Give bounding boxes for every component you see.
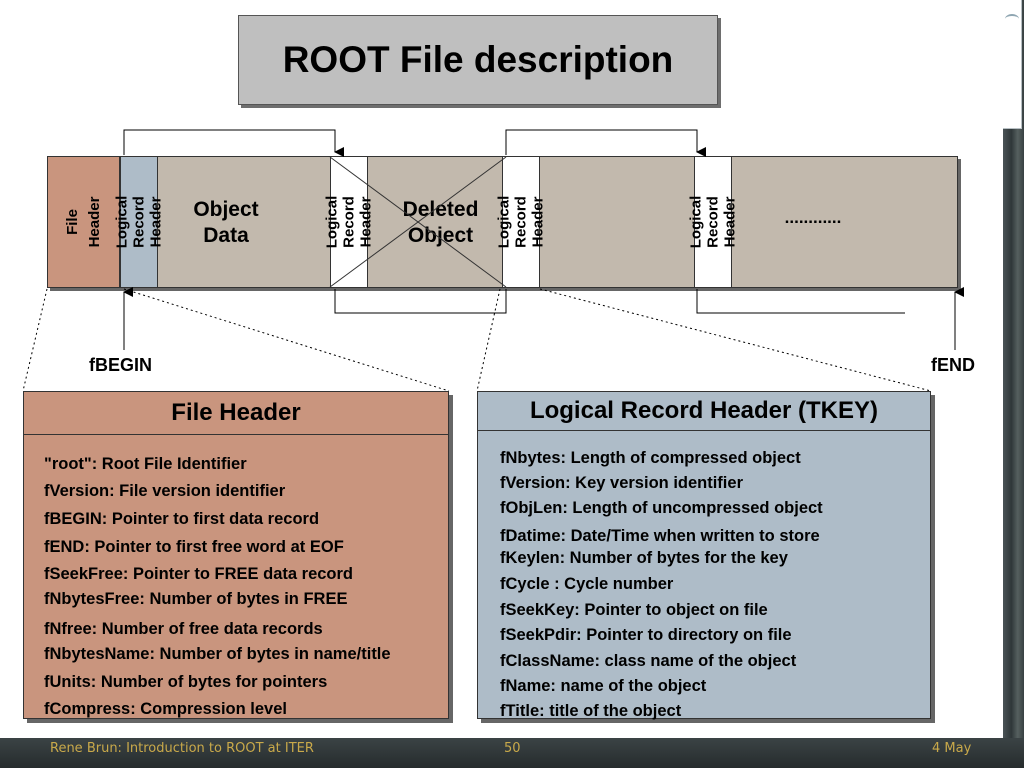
- slide-footer: Rene Brun: Introduction to ROOT at ITER …: [0, 738, 1024, 768]
- fh-field: fCompress: Compression level: [44, 700, 287, 718]
- footer-page-number: 50: [504, 741, 521, 756]
- lrh-field: fSeekKey: Pointer to object on file: [500, 601, 768, 619]
- fh-field: "root": Root File Identifier: [44, 455, 247, 473]
- lrh-field: fDatime: Date/Time when written to store: [500, 527, 820, 545]
- lrh-field: fObjLen: Length of uncompressed object: [500, 499, 823, 517]
- lrh-segment-4: Logical Record Header: [688, 157, 739, 287]
- link-arrow-2: [505, 129, 706, 157]
- lrh-panel: Logical Record Header (TKEY) fNbytes: Le…: [477, 391, 931, 720]
- fh-field: fSeekFree: Pointer to FREE data record: [44, 565, 353, 583]
- file-header-panel-title: File Header: [24, 392, 448, 435]
- lrh-field: fSeekPdir: Pointer to directory on file: [500, 626, 792, 644]
- lrh-field: fClassName: class name of the object: [500, 652, 797, 670]
- bottom-link-2: [696, 289, 905, 314]
- fend-label: fEND: [931, 355, 975, 375]
- file-structure-strip: File Header Logical Record Header Object…: [47, 156, 958, 288]
- footer-author: Rene Brun: Introduction to ROOT at ITER: [50, 741, 314, 756]
- lrh-segment-3: Logical Record Header: [496, 157, 547, 287]
- footer-date: 4 May: [932, 741, 972, 756]
- fh-field: fVersion: File version identifier: [44, 482, 286, 500]
- fh-field: fNfree: Number of free data records: [44, 620, 323, 638]
- ellipsis-label: ............: [784, 208, 842, 227]
- lrh-field: fKeylen: Number of bytes for the key: [500, 549, 788, 567]
- lrh-segment-2: Logical Record Header: [324, 157, 375, 287]
- bottom-link-1: [334, 289, 507, 314]
- object-data-label: Object Data: [193, 198, 259, 247]
- lrh-segment-1: Logical Record Header: [114, 157, 165, 287]
- fh-field: fEND: Pointer to first free word at EOF: [44, 538, 344, 556]
- lrh-field: fNbytes: Length of compressed object: [500, 449, 801, 467]
- fh-field: fNbytesFree: Number of bytes in FREE: [44, 590, 348, 608]
- lrh-field: fVersion: Key version identifier: [500, 474, 743, 492]
- lrh-panel-title: Logical Record Header (TKEY): [478, 392, 930, 431]
- deleted-object-label: Deleted Object: [402, 198, 479, 247]
- link-arrow-1: [123, 129, 344, 157]
- file-header-panel: File Header "root": Root File Identifier…: [23, 391, 449, 719]
- fbegin-label: fBEGIN: [89, 355, 152, 375]
- lrh-field: fTitle: title of the object: [500, 702, 682, 720]
- edge-thumbnail: [1003, 0, 1022, 129]
- page-title: ROOT File description: [238, 15, 718, 105]
- file-header-segment: File Header: [48, 157, 120, 287]
- lrh-field: fCycle : Cycle number: [500, 575, 674, 593]
- fh-field: fNbytesName: Number of bytes in name/tit…: [44, 645, 391, 663]
- edge-strip: [1003, 0, 1024, 768]
- fh-field: fUnits: Number of bytes for pointers: [44, 673, 328, 691]
- lrh-field: fName: name of the object: [500, 677, 707, 695]
- deleted-cross-2: [329, 156, 507, 288]
- fh-field: fBEGIN: Pointer to first data record: [44, 510, 320, 528]
